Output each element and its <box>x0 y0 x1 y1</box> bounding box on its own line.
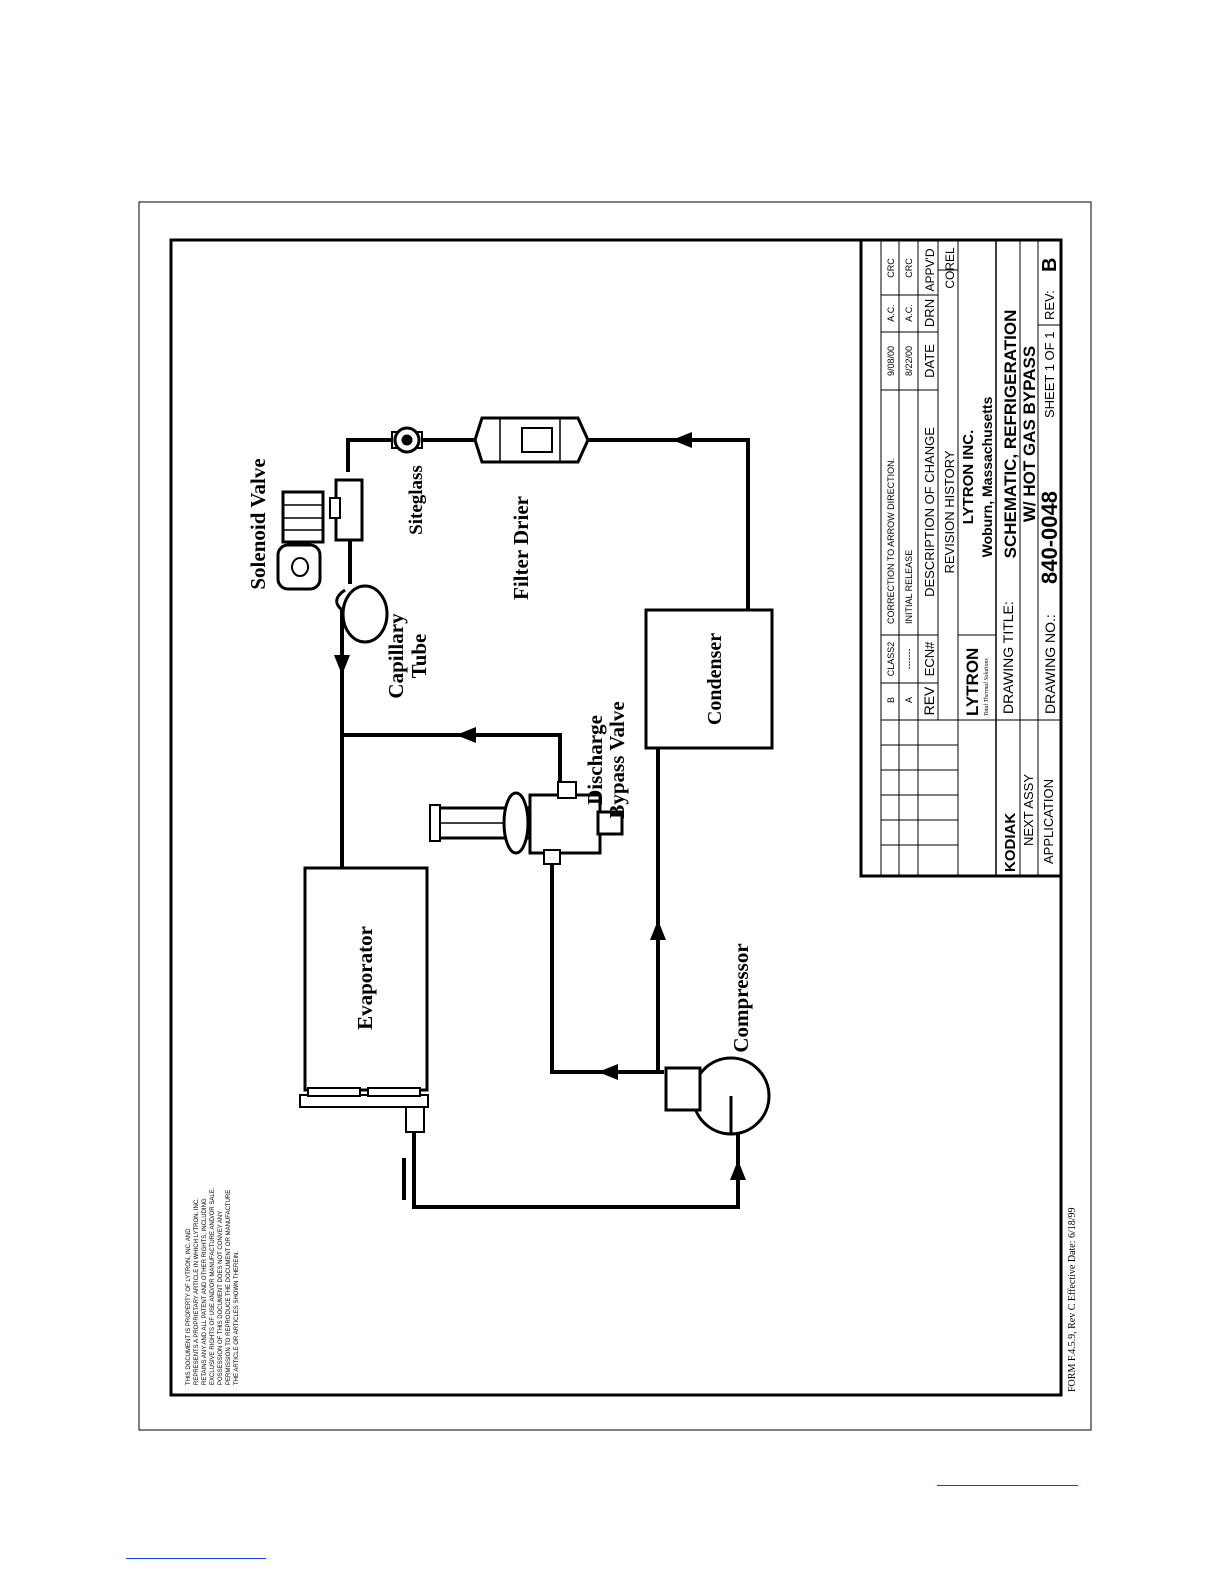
capillary-label-line-1: Capillary <box>384 613 408 699</box>
compressor-label: Compressor <box>729 943 753 1052</box>
notice-line: PERMISSION TO REPRODUCE THE DOCUMENT OR … <box>226 1190 232 1385</box>
appvd-b: CRC <box>886 258 896 278</box>
drn-a: A.C. <box>904 304 914 322</box>
company-name: LYTRON INC. <box>960 430 977 524</box>
form-note: FORM F.4.5.9, Rev C Effective Date: 6/18… <box>1067 1207 1078 1392</box>
siteglass: Siteglass <box>391 426 427 535</box>
filter-drier-label: Filter Drier <box>509 496 533 600</box>
ecn-a: ------- <box>904 649 914 670</box>
desc-a: INITIAL RELEASE <box>904 550 914 624</box>
solenoid-valve: Solenoid Valve <box>246 458 364 591</box>
arrow-up-icon <box>730 1160 746 1180</box>
sheet-number: SHEET 1 OF 1 <box>1042 332 1057 418</box>
condenser-label: Condenser <box>704 633 726 725</box>
arrow-left-icon <box>598 1064 618 1080</box>
header-drn: DRN <box>922 299 937 327</box>
date-b: 9/08/00 <box>886 346 896 376</box>
header-rev: REV <box>921 686 937 715</box>
ecn-b: CLASS2 <box>886 642 896 677</box>
drawing-number: 840-0048 <box>1037 491 1062 584</box>
notice-line: POSSESSION OF THIS DOCUMENT DOES NOT CON… <box>218 1211 224 1385</box>
notice-line: THE ARTICLE OR ARTICLES SHOWN THEREIN. <box>234 1251 240 1385</box>
link-underline[interactable] <box>937 1485 1078 1486</box>
header-appvd: APPV'D <box>923 248 937 291</box>
siteglass-label: Siteglass <box>406 465 427 535</box>
drawing-title-line-1: SCHEMATIC, REFRIGERATION <box>1001 310 1020 559</box>
filter-drier: Filter Drier <box>473 416 590 600</box>
bypass-valve-label-line-2: Bypass Valve <box>605 701 629 818</box>
evaporator-label: Evaporator <box>353 926 377 1030</box>
notice-line: THIS DOCUMENT IS PROPERTY OF LYTRON, INC… <box>186 1228 192 1385</box>
capillary-label-line-2: Tube <box>407 634 431 679</box>
drawing-no-label: DRAWING NO.: <box>1042 614 1058 714</box>
arrow-up-icon <box>650 920 666 940</box>
project-name: KODIAK <box>1002 813 1019 872</box>
flow-arrows <box>334 432 746 1180</box>
refrigerant-piping <box>340 438 750 1209</box>
arrow-left-icon <box>672 432 692 448</box>
date-a: 8/22/00 <box>904 346 914 376</box>
link-underline[interactable] <box>126 1558 266 1559</box>
bypass-valve-label-line-1: Discharge <box>583 715 607 805</box>
rev-b: B <box>886 697 896 703</box>
header-date: DATE <box>922 344 937 378</box>
drn-b: A.C. <box>886 304 896 322</box>
discharge-bypass-valve: Discharge Bypass Valve <box>429 701 629 865</box>
solenoid-valve-label: Solenoid Valve <box>246 458 270 589</box>
rev-a: A <box>904 697 914 703</box>
evaporator: Evaporator <box>299 866 429 1133</box>
arrow-down-icon <box>334 655 350 675</box>
lytron-logo: LYTRON <box>963 648 982 716</box>
desc-b: CORRECTION TO ARROW DIRECTION. <box>886 458 896 624</box>
capillary-tube: Capillary Tube <box>335 584 431 699</box>
appvd-a: CRC <box>904 258 914 278</box>
revision-history-label: REVISION HISTORY <box>942 450 957 573</box>
title-block-text: B CLASS2 CORRECTION TO ARROW DIRECTION. … <box>886 247 1062 872</box>
header-ecn: ECN# <box>922 641 937 676</box>
notice-line: RETAINS ANY AND ALL PATENT AND OTHER RIG… <box>202 1198 208 1385</box>
condenser: Condenser <box>644 608 774 750</box>
company-location: Woburn, Massachusetts <box>979 396 995 557</box>
title-block <box>859 238 1063 878</box>
logo-tagline: Total Thermal Solutions <box>984 658 990 716</box>
drawing-title-line-2: W/ HOT GAS BYPASS <box>1020 346 1039 522</box>
application-label: APPLICATION <box>1041 779 1056 864</box>
header-description: DESCRIPTION OF CHANGE <box>922 427 937 597</box>
compressor: Compressor <box>664 943 771 1136</box>
arrow-left-icon <box>456 727 476 743</box>
rev-value: B <box>1039 258 1061 272</box>
next-assy-label: NEXT ASSY <box>1021 774 1036 846</box>
notice-line: EXCLUSIVE RIGHTS OF USE AND/OR MANUFACTU… <box>210 1187 216 1385</box>
outer-frame <box>138 201 1092 1431</box>
rev-label: REV: <box>1042 290 1057 320</box>
corel-label: COREL <box>943 247 957 289</box>
proprietary-notice: THIS DOCUMENT IS PROPERTY OF LYTRON, INC… <box>186 1187 240 1385</box>
drawing-title-label: DRAWING TITLE: <box>1000 601 1016 714</box>
notice-line: REPRESENTS A PROPRIETARY ARTICLE IN WHIC… <box>194 1198 200 1385</box>
